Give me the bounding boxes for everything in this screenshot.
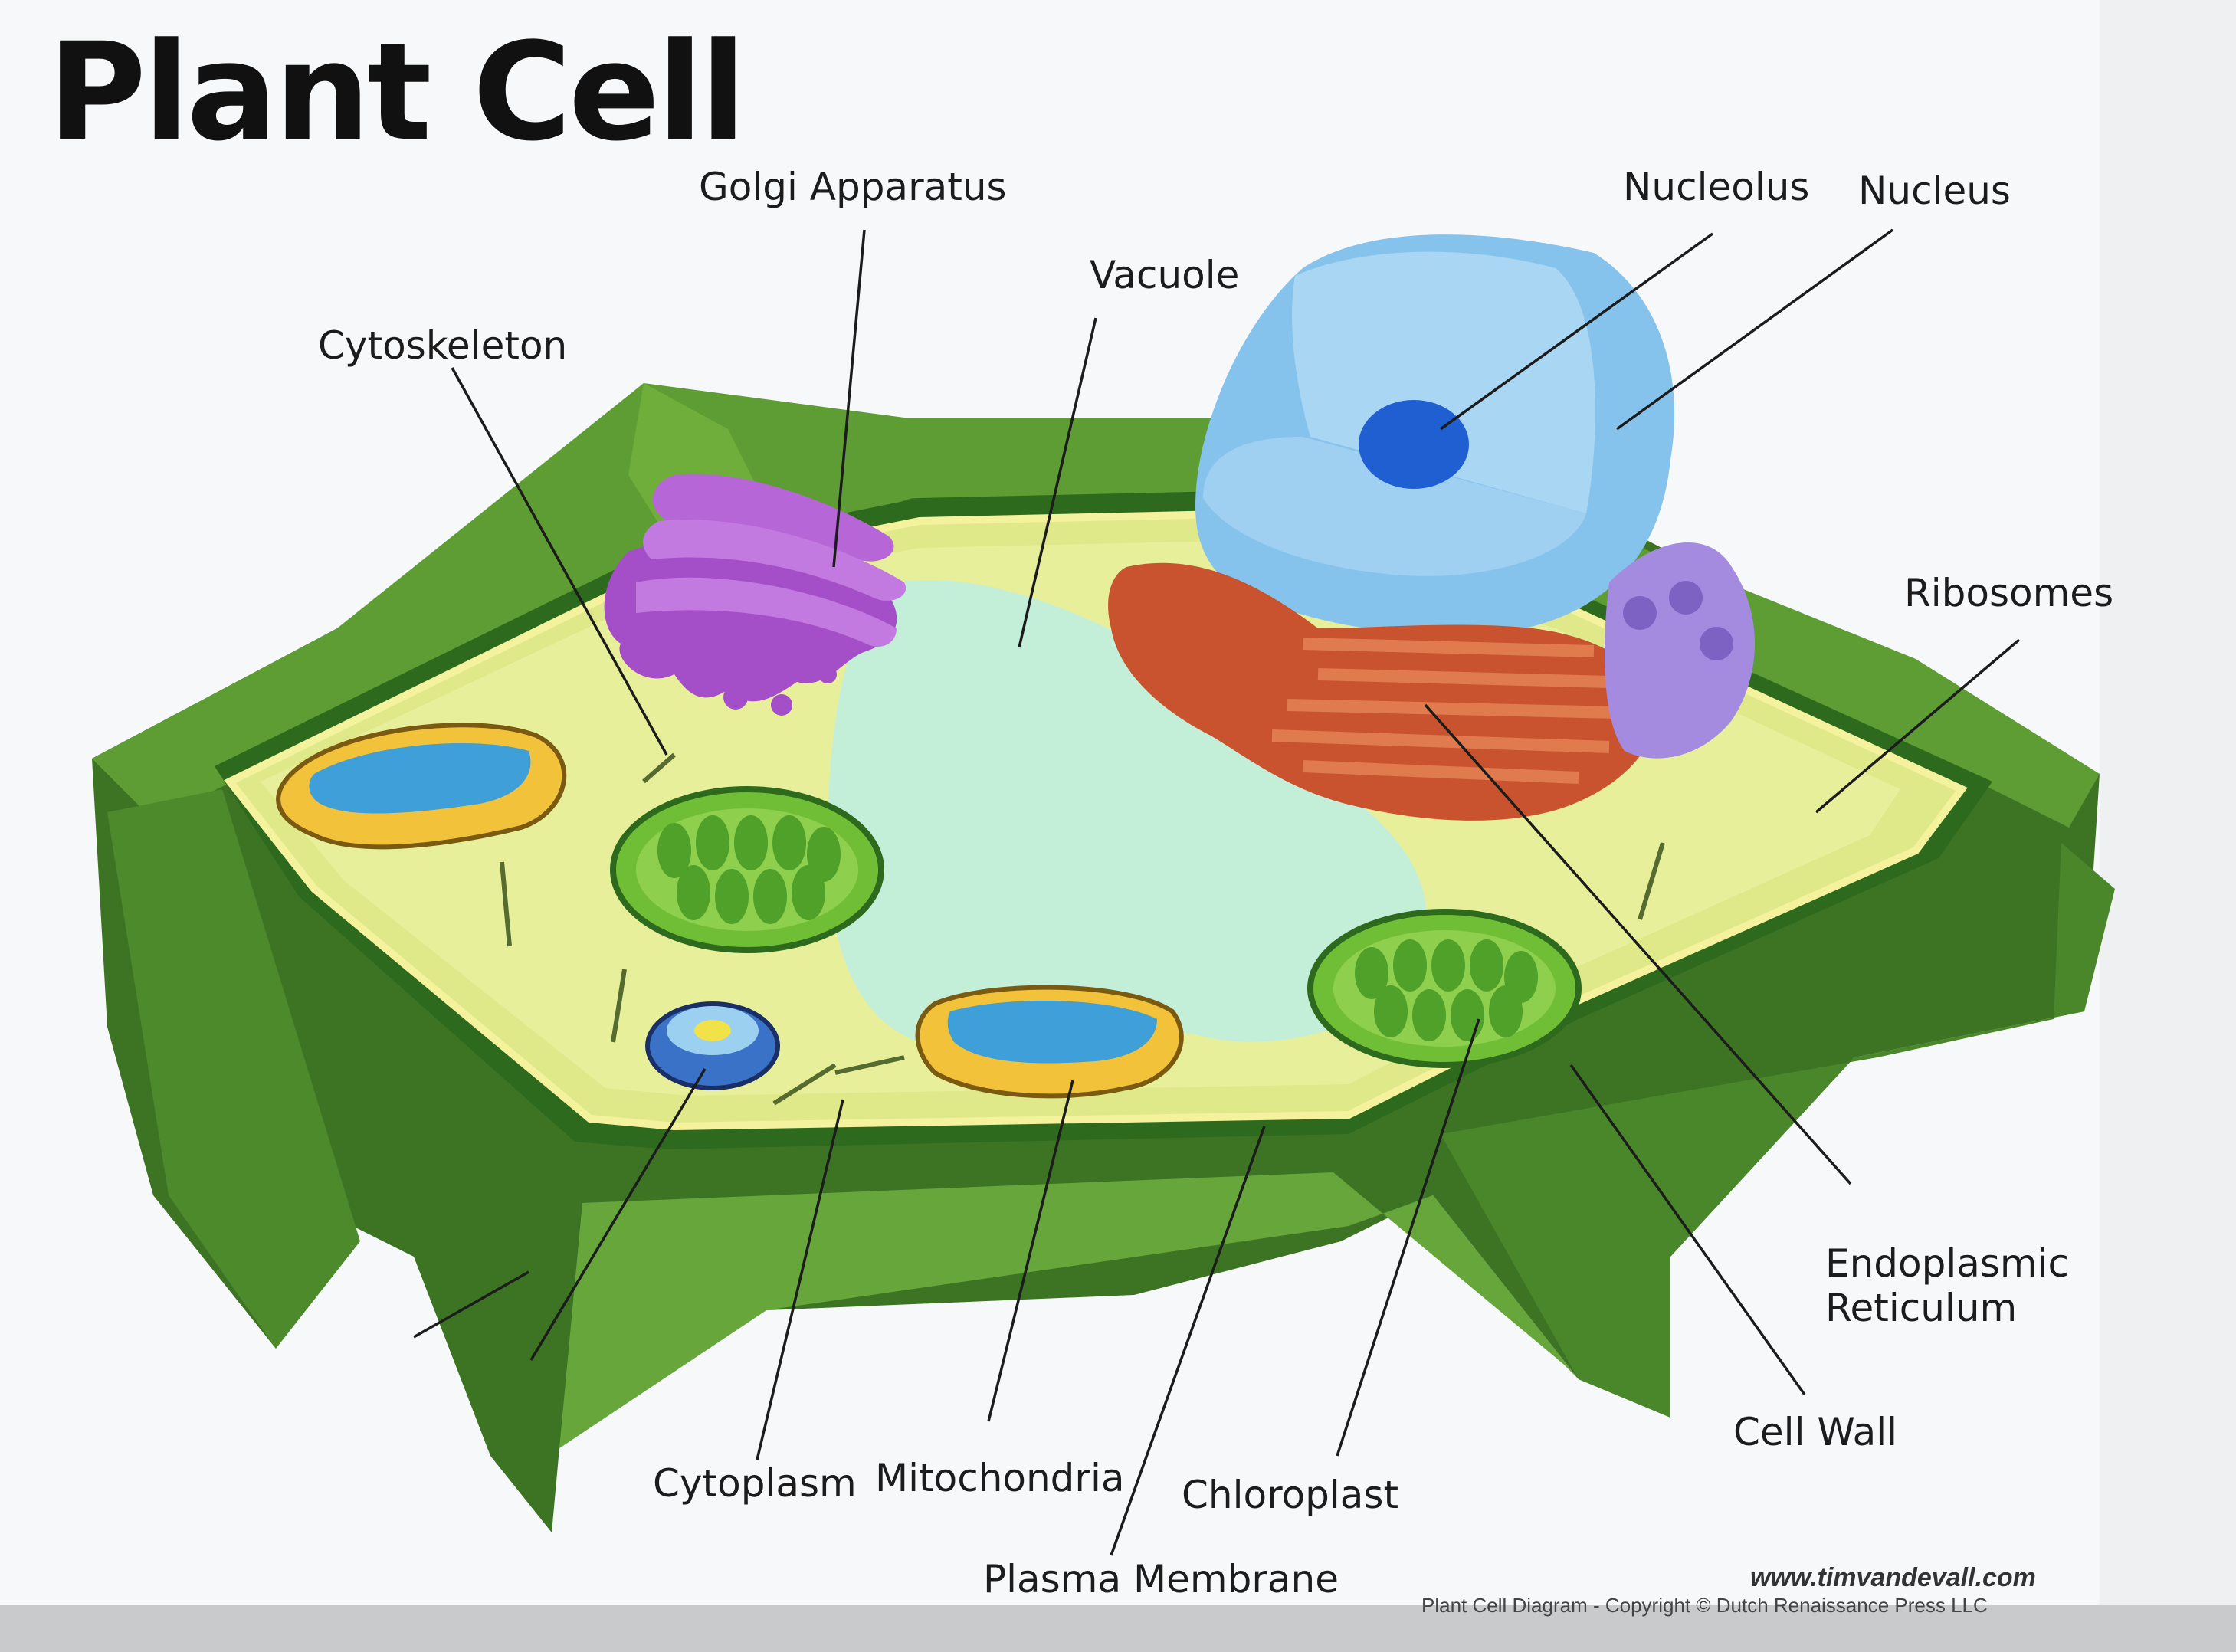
chloroplast-left <box>610 786 884 953</box>
nucleus <box>1195 234 1675 634</box>
label-endoplasmic-line2: Reticulum <box>1825 1286 2018 1330</box>
endoplasmic-reticulum <box>1108 562 1656 821</box>
ribosomes <box>1605 542 1755 759</box>
label-golgi-apparatus: Golgi Apparatus <box>699 165 1007 209</box>
credit-copyright: Plant Cell Diagram - Copyright © Dutch R… <box>1421 1594 1988 1617</box>
vesicle <box>645 1001 780 1090</box>
chloroplast-right <box>1307 909 1582 1068</box>
label-plasma-membrane: Plasma Membrane <box>983 1557 1339 1601</box>
label-cell-wall: Cell Wall <box>1733 1410 1898 1454</box>
label-ribosomes: Ribosomes <box>1904 571 2114 615</box>
label-cytoskeleton: Cytoskeleton <box>318 323 568 368</box>
vacuole <box>828 579 1428 1049</box>
diagram-title: Plant Cell <box>48 14 746 171</box>
label-endoplasmic-line1: Endoplasmic <box>1825 1241 2070 1286</box>
nucleolus <box>1359 400 1469 489</box>
label-chloroplast: Chloroplast <box>1182 1473 1399 1517</box>
leader-lines <box>413 228 2021 1556</box>
mitochondrion-bottom <box>915 985 1184 1099</box>
cytoskeleton-filaments <box>500 752 1665 1106</box>
mitochondrion-left <box>276 723 567 850</box>
label-cytoplasm: Cytoplasm <box>653 1461 857 1506</box>
label-mitochondria: Mitochondria <box>875 1456 1125 1500</box>
label-nucleolus: Nucleolus <box>1623 165 1810 209</box>
label-nucleus: Nucleus <box>1858 169 2011 213</box>
label-vacuole: Vacuole <box>1090 253 1240 297</box>
credit-url: www.timvandevall.com <box>1750 1563 2036 1592</box>
golgi-apparatus <box>604 474 906 716</box>
